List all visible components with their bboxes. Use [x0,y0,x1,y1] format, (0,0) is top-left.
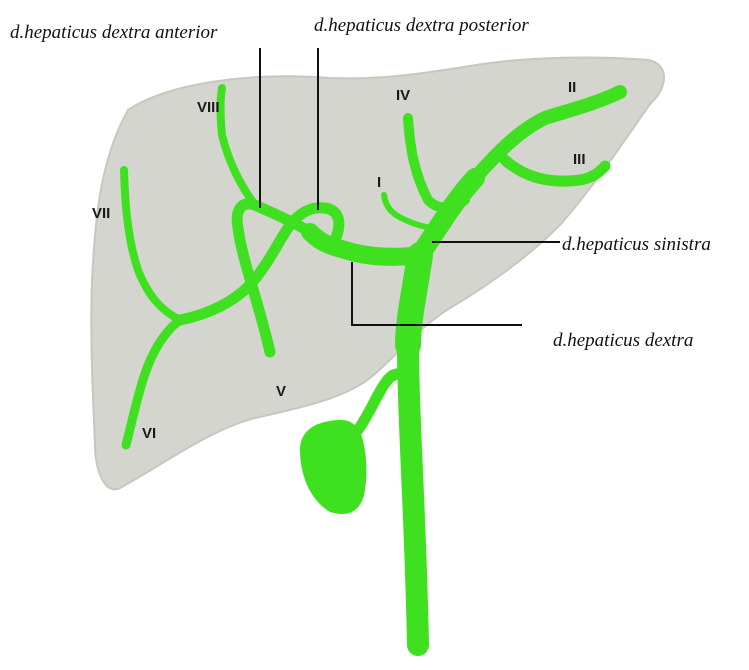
segment-label-III: III [573,151,586,168]
gallbladder [300,420,366,514]
segment-label-VI: VI [142,425,156,442]
segment-label-VII: VII [92,205,110,222]
segment-label-V: V [276,383,286,400]
common-bile-duct-lower [408,345,418,645]
segment-label-IV: IV [396,87,410,104]
label-left-hepatic: d.hepaticus sinistra [562,234,711,255]
label-right-hepatic: d.hepaticus dextra [553,330,693,351]
segment-label-I: I [377,174,381,191]
label-right-anterior: d.hepaticus dextra anterior [10,22,218,43]
segment-label-VIII: VIII [197,99,220,116]
liver-shape [91,58,664,490]
label-right-posterior: d.hepaticus dextra posterior [314,15,529,36]
common-bile-duct [408,255,420,345]
segment-label-II: II [568,79,576,96]
